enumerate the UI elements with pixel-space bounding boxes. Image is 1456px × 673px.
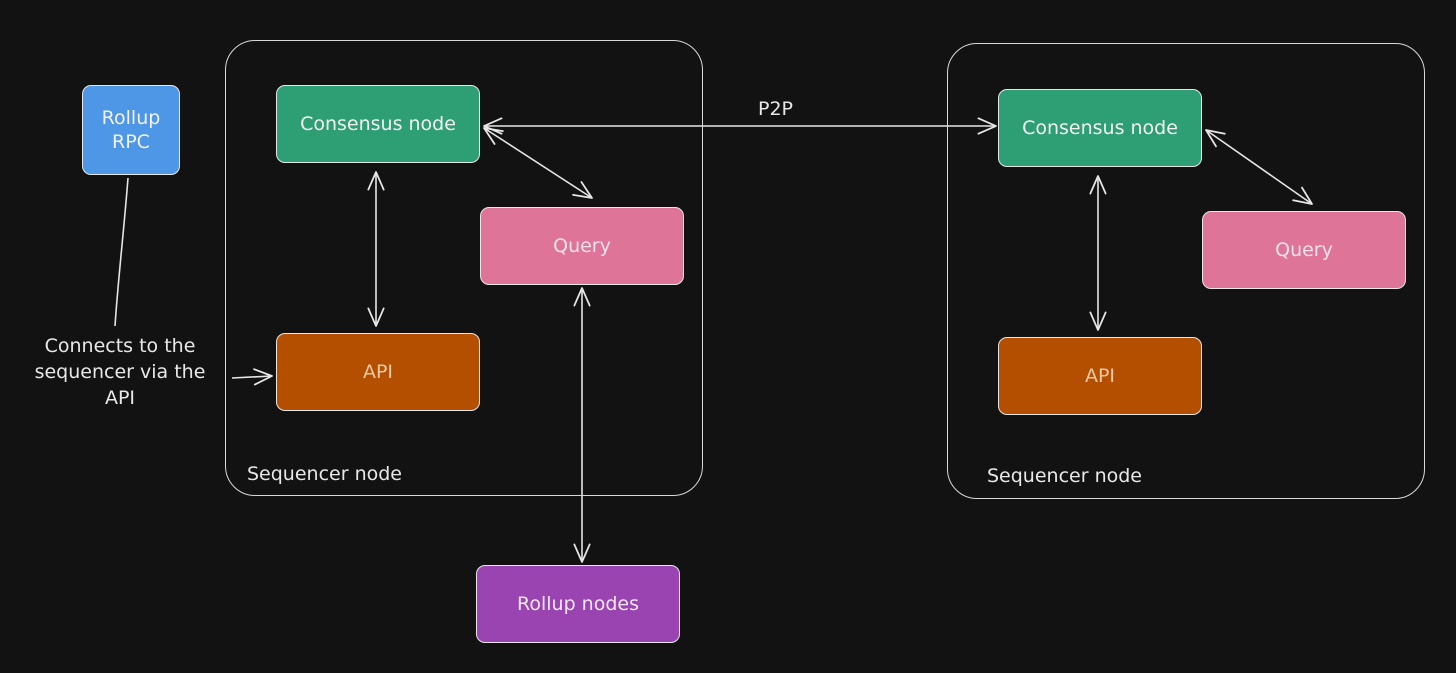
note-to-api-arrow — [231, 368, 273, 386]
left-api-node: API — [276, 333, 480, 411]
p2p-label: P2P — [758, 98, 794, 120]
rollup-nodes-node: Rollup nodes — [476, 565, 680, 643]
left-consensus-node: Consensus node — [276, 85, 480, 163]
right-consensus-node: Consensus node — [998, 89, 1202, 167]
rollup-rpc-label: Rollup RPC — [101, 107, 161, 153]
right-query-label: Query — [1275, 239, 1333, 261]
left-sequencer-label: Sequencer node — [247, 463, 402, 485]
rollup-nodes-label: Rollup nodes — [517, 593, 639, 615]
left-consensus-label: Consensus node — [300, 113, 456, 135]
left-api-label: API — [362, 361, 394, 383]
rpc-to-note-line — [114, 177, 129, 327]
right-sequencer-label: Sequencer node — [987, 465, 1142, 487]
right-api-label: API — [1084, 365, 1116, 387]
left-query-node: Query — [480, 207, 684, 285]
right-sequencer-container — [947, 43, 1425, 499]
left-sequencer-container — [225, 40, 703, 496]
rollup-rpc-node: Rollup RPC — [82, 85, 180, 175]
right-consensus-label: Consensus node — [1022, 117, 1178, 139]
right-consensus-query-arrow — [1205, 129, 1313, 205]
left-consensus-query-arrow — [483, 127, 593, 199]
right-api-node: API — [998, 337, 1202, 415]
left-query-label: Query — [553, 235, 611, 257]
connects-note: Connects to the sequencer via the API — [34, 335, 206, 409]
right-query-node: Query — [1202, 211, 1406, 289]
